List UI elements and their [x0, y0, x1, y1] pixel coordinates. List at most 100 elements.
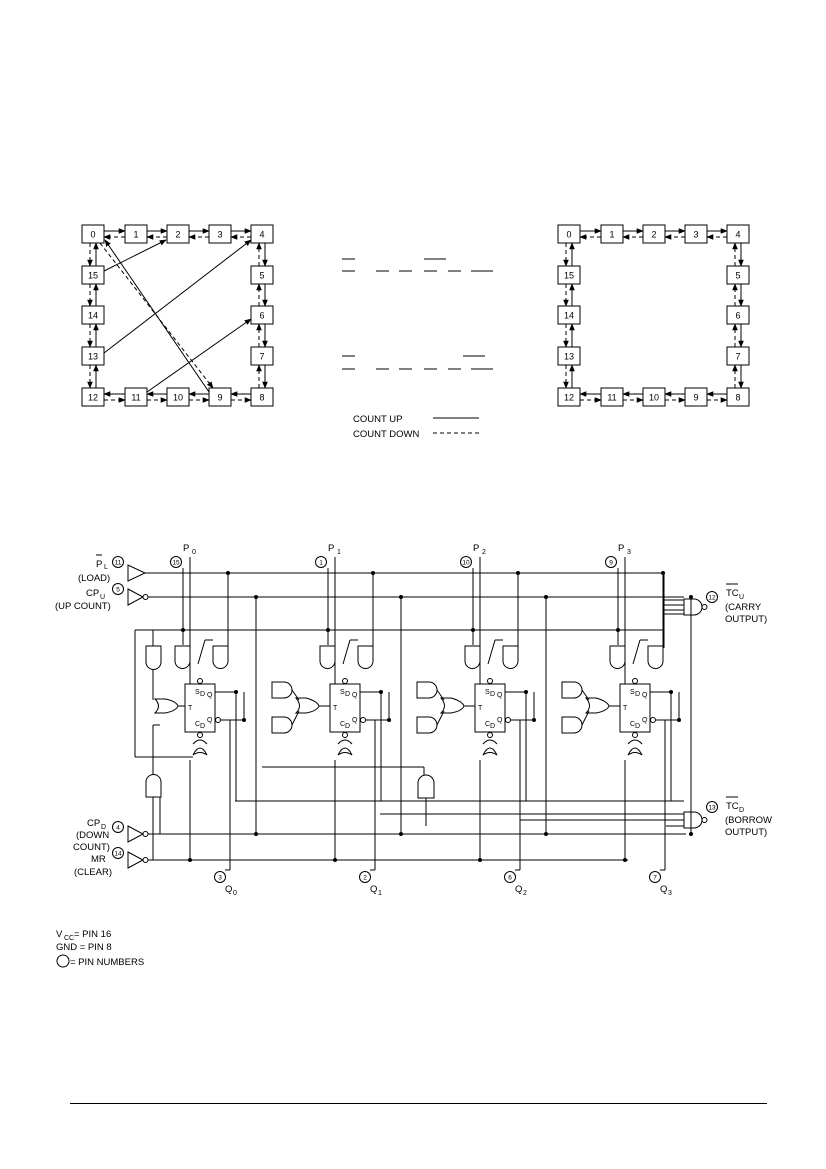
- svg-text:(LOAD): (LOAD): [78, 573, 110, 584]
- inverter-cpd: [127, 825, 149, 843]
- svg-text:COUNT): COUNT): [73, 842, 110, 853]
- q-output-label-3: Q: [660, 884, 667, 895]
- svg-text:15: 15: [564, 271, 574, 281]
- state-box-11: 11: [600, 387, 624, 407]
- nand-gate-tcu: [683, 598, 708, 616]
- state-box-8: 8: [250, 387, 274, 407]
- svg-text:L: L: [104, 564, 108, 571]
- svg-text:T: T: [478, 705, 483, 712]
- pin-circle-tcu: 12: [706, 591, 718, 603]
- svg-text:TC: TC: [726, 588, 739, 599]
- svg-text:P: P: [96, 559, 102, 570]
- svg-text:C: C: [485, 721, 490, 728]
- svg-text:12: 12: [88, 393, 98, 403]
- svg-text:8: 8: [735, 393, 740, 403]
- inverter-cpu: [127, 588, 149, 606]
- pin-circle-cpu: 5: [112, 583, 124, 595]
- state-box-14: 14: [81, 305, 105, 325]
- svg-text:1: 1: [378, 890, 382, 897]
- pin-circle-tcd: 13: [706, 801, 718, 813]
- state-box-2: 2: [166, 224, 190, 244]
- state-box-5: 5: [250, 265, 274, 285]
- data-input-label-1: P: [328, 543, 334, 554]
- and-gate-mr: [145, 645, 162, 670]
- pin-circle-mr: 14: [112, 847, 124, 859]
- svg-text:1: 1: [133, 230, 138, 240]
- svg-text:S: S: [195, 689, 200, 696]
- svg-text:1: 1: [609, 230, 614, 240]
- pin-circle-pl: 11: [112, 556, 124, 568]
- state-box-7: 7: [250, 346, 274, 366]
- flipflop-1: [329, 683, 361, 733]
- svg-text:TC: TC: [726, 801, 739, 812]
- svg-text:1: 1: [319, 560, 323, 567]
- svg-text:13: 13: [708, 805, 716, 812]
- flipflop-3: [619, 683, 651, 733]
- svg-text:0: 0: [90, 230, 95, 240]
- note-pins: = PIN NUMBERS: [70, 957, 144, 968]
- state-box-13: 13: [81, 346, 105, 366]
- svg-text:C: C: [630, 721, 635, 728]
- state-box-2: 2: [642, 224, 666, 244]
- svg-text:3: 3: [693, 230, 698, 240]
- input-cpd-label: CP D (DOWN COUNT): [73, 818, 110, 853]
- svg-text:D: D: [739, 807, 744, 814]
- svg-text:5: 5: [259, 271, 264, 281]
- svg-text:9: 9: [609, 560, 613, 567]
- svg-text:11: 11: [115, 560, 122, 567]
- flipflop-0: [184, 683, 216, 733]
- svg-text:12: 12: [564, 393, 574, 403]
- flipflop-2: [474, 683, 506, 733]
- data-input-label-2: P: [473, 543, 479, 554]
- svg-text:14: 14: [114, 851, 122, 858]
- legend-count-up: COUNT UP: [353, 414, 402, 425]
- svg-text:4: 4: [735, 230, 740, 240]
- state-box-13: 13: [557, 346, 581, 366]
- svg-text:14: 14: [564, 311, 574, 321]
- svg-text:D: D: [200, 723, 205, 730]
- input-pl-label: P L (LOAD): [78, 554, 110, 584]
- q-output-label-2: Q: [515, 884, 522, 895]
- svg-text:C: C: [195, 721, 200, 728]
- legend-count-down: COUNT DOWN: [353, 429, 419, 440]
- svg-text:D: D: [200, 691, 205, 698]
- and-gate-center: [262, 766, 435, 826]
- svg-text:5: 5: [735, 271, 740, 281]
- pin-number-circle-icon: [56, 954, 70, 968]
- svg-text:Q: Q: [497, 692, 503, 699]
- svg-text:9: 9: [217, 393, 222, 403]
- svg-text:0: 0: [566, 230, 571, 240]
- state-box-14: 14: [557, 305, 581, 325]
- svg-text:Q: Q: [207, 717, 213, 724]
- state-box-4: 4: [726, 224, 750, 244]
- svg-text:U: U: [100, 594, 105, 601]
- q-output-label-1: Q: [370, 884, 377, 895]
- svg-text:11: 11: [131, 393, 140, 403]
- svg-text:Q: Q: [352, 692, 358, 699]
- state-box-1: 1: [124, 224, 148, 244]
- state-box-15: 15: [557, 265, 581, 285]
- state-box-4: 4: [250, 224, 274, 244]
- state-box-7: 7: [726, 346, 750, 366]
- notes: V CC = PIN 16 GND = PIN 8 = PIN NUMBERS: [56, 929, 144, 968]
- svg-text:= PIN 16: = PIN 16: [74, 929, 111, 940]
- svg-text:2: 2: [523, 890, 527, 897]
- svg-text:10: 10: [173, 393, 183, 403]
- svg-text:S: S: [630, 689, 635, 696]
- q-output-label-0: Q: [225, 884, 232, 895]
- svg-text:6: 6: [508, 875, 512, 882]
- svg-text:CP: CP: [86, 588, 99, 599]
- state-box-10: 10: [166, 387, 190, 407]
- svg-text:D: D: [490, 691, 495, 698]
- svg-text:3: 3: [668, 890, 672, 897]
- svg-text:7: 7: [259, 352, 264, 362]
- pin-circle-cpd: 4: [112, 821, 124, 833]
- svg-text:D: D: [345, 691, 350, 698]
- svg-text:1: 1: [337, 549, 341, 556]
- svg-text:D: D: [635, 691, 640, 698]
